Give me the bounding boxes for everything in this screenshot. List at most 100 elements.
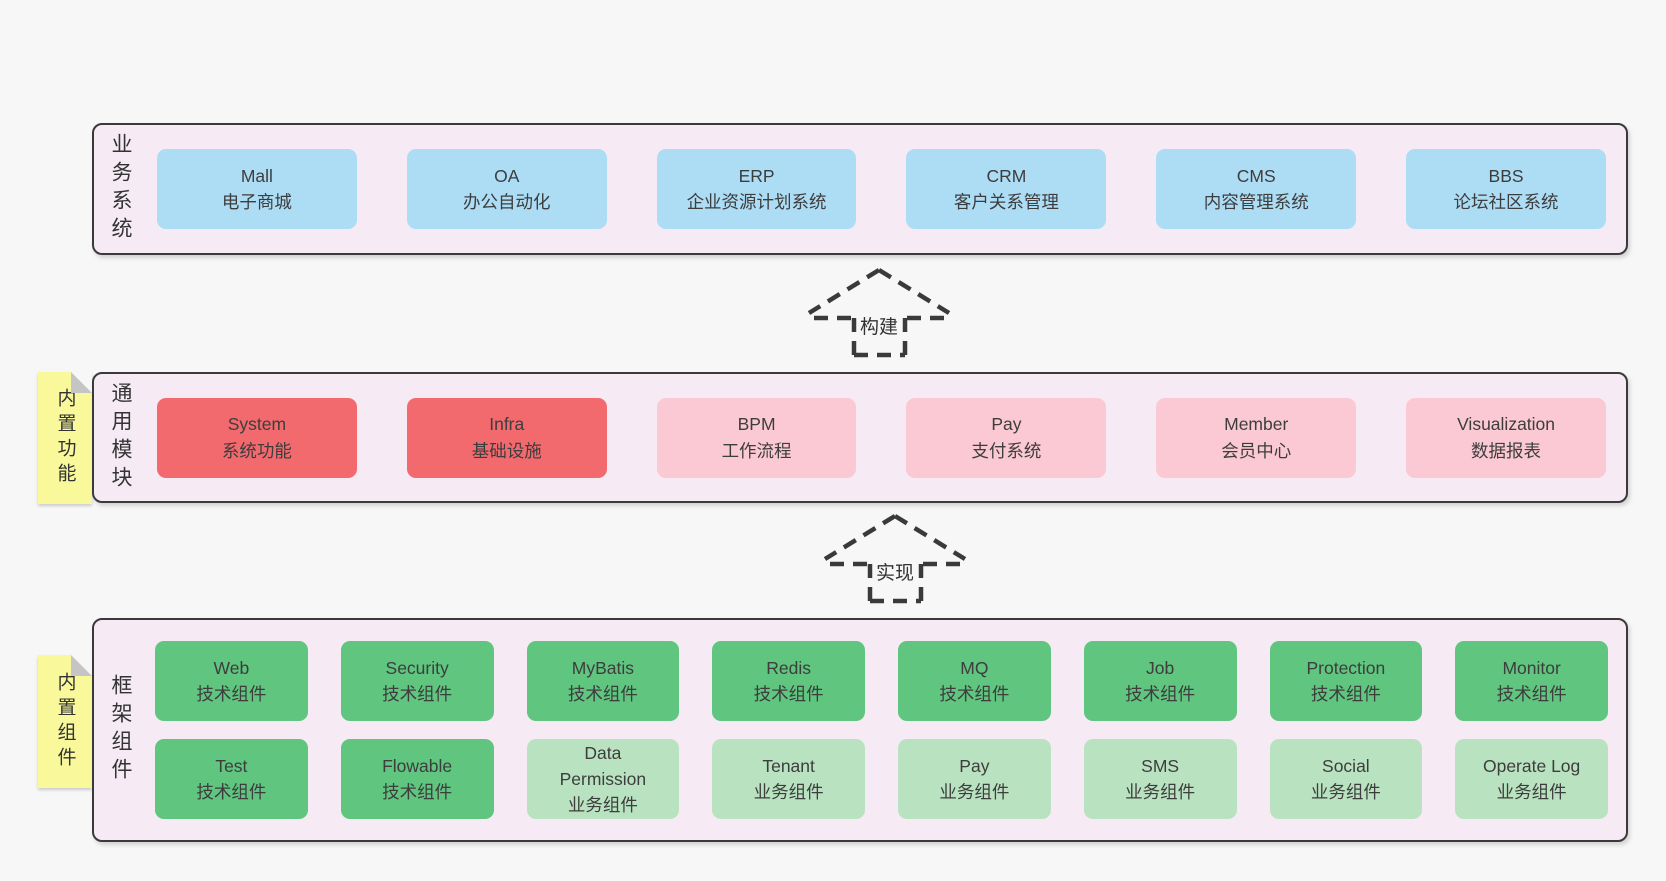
box-subtitle: 技术组件 bbox=[196, 684, 267, 704]
module-box-member: Member 会员中心 bbox=[1156, 397, 1357, 478]
component-box-operate-log: Operate Log 业务组件 bbox=[1455, 739, 1608, 819]
up-arrow-icon bbox=[807, 268, 951, 358]
module-box-system: System 系统功能 bbox=[157, 397, 357, 478]
component-box-security: Security 技术组件 bbox=[340, 641, 494, 721]
box-title: OA bbox=[494, 165, 520, 186]
component-box-social: Social 业务组件 bbox=[1269, 739, 1423, 819]
box-subtitle: 基础设施 bbox=[471, 440, 542, 461]
box-subtitle: 技术组件 bbox=[1496, 684, 1567, 704]
up-arrow-icon bbox=[823, 514, 967, 604]
arrow-label-build: 构建 bbox=[856, 312, 902, 339]
business-box-crm: CRM 客户关系管理 bbox=[906, 149, 1107, 229]
component-box-redis: Redis 技术组件 bbox=[712, 641, 865, 721]
sticky-note-built-in-components: 内置组件 bbox=[38, 655, 92, 788]
box-subtitle: 工作流程 bbox=[721, 440, 792, 461]
box-title: Operate Log bbox=[1482, 755, 1581, 776]
box-subtitle: 业务组件 bbox=[567, 795, 638, 816]
box-subtitle: 支付系统 bbox=[971, 440, 1042, 461]
component-box-data-permission: Data Permission 业务组件 bbox=[526, 739, 680, 819]
box-title: CRM bbox=[986, 165, 1027, 186]
module-box-bpm: BPM 工作流程 bbox=[656, 397, 857, 478]
box-title: System bbox=[227, 414, 287, 435]
box-subtitle: 数据报表 bbox=[1471, 440, 1542, 461]
box-subtitle: 技术组件 bbox=[567, 684, 638, 704]
component-box-pay: Pay 业务组件 bbox=[898, 739, 1051, 819]
business-box-bbs: BBS 论坛社区系统 bbox=[1406, 149, 1606, 229]
arrow-label-implement: 实现 bbox=[872, 558, 918, 585]
band-label: 框架组件 bbox=[109, 674, 132, 786]
module-box-pay: Pay 支付系统 bbox=[906, 397, 1107, 478]
component-box-flowable: Flowable 技术组件 bbox=[340, 739, 494, 819]
box-subtitle: 业务组件 bbox=[753, 782, 824, 802]
box-subtitle: 技术组件 bbox=[1125, 684, 1196, 704]
band-common-modules: 通用模块 System 系统功能 Infra 基础设施 BPM 工作流程 Pay… bbox=[92, 372, 1628, 503]
box-title: Protection bbox=[1306, 657, 1386, 678]
component-boxes-grid: Web 技术组件 Security 技术组件 MyBatis 技术组件 Redi… bbox=[131, 641, 1626, 819]
box-title: Redis bbox=[766, 657, 811, 678]
band-label: 业务系统 bbox=[109, 133, 132, 245]
box-subtitle: 业务组件 bbox=[1496, 782, 1567, 802]
component-box-web: Web 技术组件 bbox=[155, 641, 308, 721]
box-title: Member bbox=[1224, 414, 1289, 435]
component-box-monitor: Monitor 技术组件 bbox=[1455, 641, 1608, 721]
box-title: Pay bbox=[991, 414, 1022, 435]
box-subtitle: 办公自动化 bbox=[462, 192, 551, 212]
business-box-mall: Mall 电子商城 bbox=[157, 149, 357, 229]
box-title: Tenant bbox=[762, 755, 815, 776]
band-business-systems: 业务系统 Mall 电子商城 OA 办公自动化 ERP 企业资源计划系统 CRM… bbox=[92, 123, 1628, 255]
box-subtitle: 论坛社区系统 bbox=[1453, 192, 1559, 212]
box-title: CMS bbox=[1236, 165, 1276, 186]
box-subtitle: 客户关系管理 bbox=[953, 192, 1059, 212]
box-subtitle: 业务组件 bbox=[939, 782, 1010, 802]
module-box-infra: Infra 基础设施 bbox=[406, 397, 607, 478]
component-row-2: Test 技术组件 Flowable 技术组件 Data Permission … bbox=[155, 739, 1608, 819]
dashed-up-arrow-implement: 实现 bbox=[822, 512, 968, 604]
component-box-tenant: Tenant 业务组件 bbox=[712, 739, 865, 819]
sticky-note-label: 内置组件 bbox=[54, 671, 76, 772]
business-boxes-row: Mall 电子商城 OA 办公自动化 ERP 企业资源计划系统 CRM 客户关系… bbox=[131, 149, 1626, 229]
box-title: MyBatis bbox=[571, 657, 634, 678]
box-title: ERP bbox=[738, 165, 775, 186]
box-subtitle: 技术组件 bbox=[1310, 684, 1381, 704]
box-title: Security bbox=[385, 657, 449, 678]
box-subtitle: 会员中心 bbox=[1221, 440, 1292, 461]
box-subtitle: 技术组件 bbox=[753, 684, 824, 704]
component-box-protection: Protection 技术组件 bbox=[1269, 641, 1423, 721]
box-title: BPM bbox=[737, 414, 776, 435]
box-subtitle: 系统功能 bbox=[221, 440, 292, 461]
box-subtitle: 技术组件 bbox=[939, 684, 1010, 704]
box-title: MQ bbox=[960, 657, 989, 678]
component-box-job: Job 技术组件 bbox=[1083, 641, 1237, 721]
module-boxes-row: System 系统功能 Infra 基础设施 BPM 工作流程 Pay 支付系统… bbox=[131, 397, 1626, 478]
box-title: BBS bbox=[1488, 165, 1524, 186]
box-subtitle: 内容管理系统 bbox=[1203, 192, 1309, 212]
box-title: Data Permission bbox=[559, 742, 647, 789]
business-box-oa: OA 办公自动化 bbox=[406, 149, 607, 229]
box-title: Mall bbox=[240, 165, 273, 186]
component-box-mybatis: MyBatis 技术组件 bbox=[526, 641, 680, 721]
box-title: Web bbox=[213, 657, 250, 678]
component-box-sms: SMS 业务组件 bbox=[1083, 739, 1237, 819]
band-framework-components: 框架组件 Web 技术组件 Security 技术组件 MyBatis 技术组件… bbox=[92, 618, 1628, 842]
box-title: Job bbox=[1146, 657, 1175, 678]
box-subtitle: 技术组件 bbox=[382, 782, 453, 802]
business-box-erp: ERP 企业资源计划系统 bbox=[656, 149, 857, 229]
module-box-visualization: Visualization 数据报表 bbox=[1406, 397, 1606, 478]
band-label: 通用模块 bbox=[109, 381, 132, 494]
box-subtitle: 业务组件 bbox=[1310, 782, 1381, 802]
dashed-up-arrow-build: 构建 bbox=[806, 266, 952, 358]
box-subtitle: 技术组件 bbox=[196, 782, 267, 802]
box-title: Visualization bbox=[1457, 414, 1556, 435]
box-subtitle: 电子商城 bbox=[221, 192, 292, 212]
box-title: SMS bbox=[1141, 755, 1180, 776]
business-box-cms: CMS 内容管理系统 bbox=[1156, 149, 1357, 229]
box-title: Pay bbox=[959, 755, 990, 776]
box-subtitle: 技术组件 bbox=[382, 684, 453, 704]
component-box-mq: MQ 技术组件 bbox=[898, 641, 1051, 721]
box-title: Test bbox=[215, 755, 248, 776]
box-subtitle: 业务组件 bbox=[1125, 782, 1196, 802]
component-box-test: Test 技术组件 bbox=[155, 739, 308, 819]
box-title: Monitor bbox=[1502, 657, 1561, 678]
box-subtitle: 企业资源计划系统 bbox=[686, 192, 827, 212]
component-row-1: Web 技术组件 Security 技术组件 MyBatis 技术组件 Redi… bbox=[155, 641, 1608, 721]
